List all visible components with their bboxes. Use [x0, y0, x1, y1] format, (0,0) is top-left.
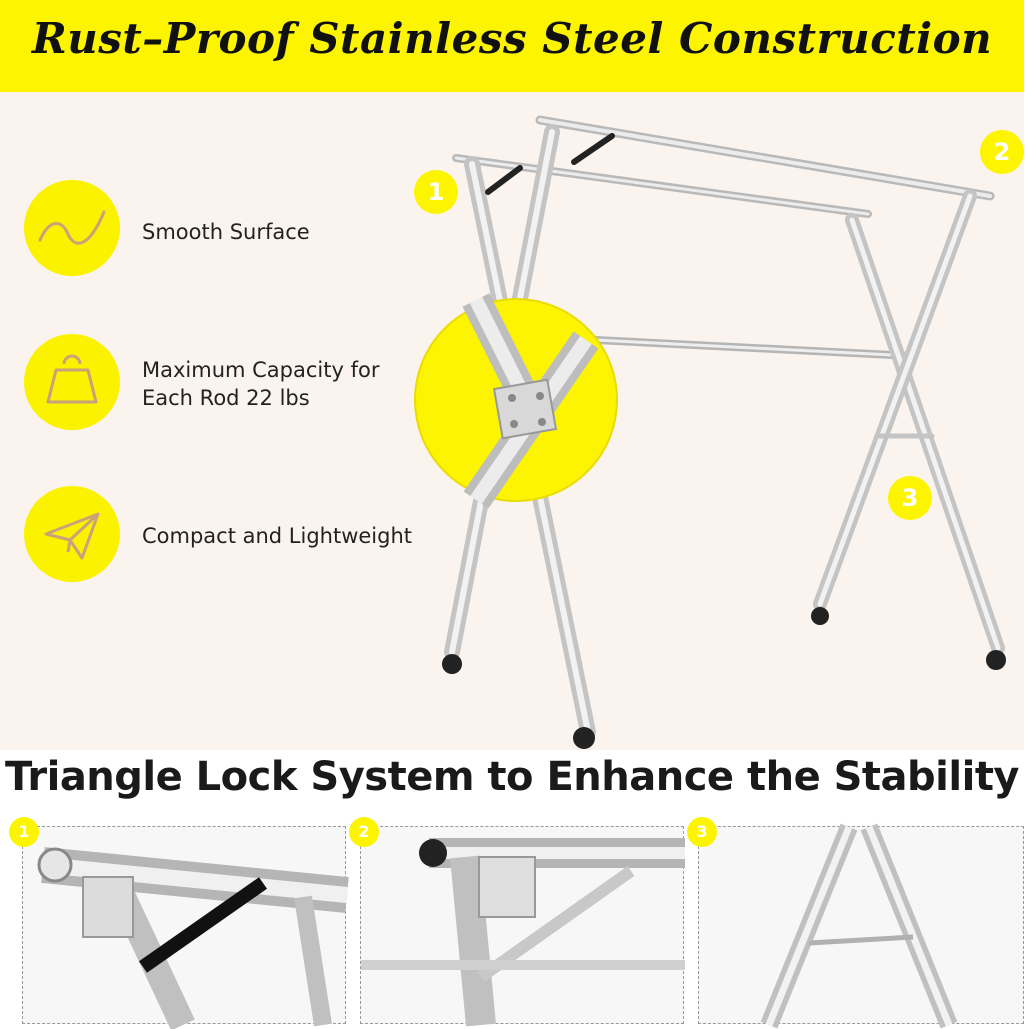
detail-panel-1: 1 [9, 817, 349, 1029]
stability-title: Triangle Lock System to Enhance the Stab… [4, 754, 1020, 800]
panel-number: 2 [349, 817, 379, 847]
joint-detail-graphic [462, 293, 599, 509]
feature-icon-circle [24, 334, 120, 430]
feature-smooth-surface: Smooth Surface [24, 180, 424, 280]
weight-icon [46, 354, 98, 404]
callout-number: 3 [888, 476, 932, 520]
feature-label-line1: Maximum Capacity for [142, 358, 380, 382]
feature-capacity: Maximum Capacity for Each Rod 22 lbs [24, 334, 424, 434]
detail-panel-3: 3 [687, 817, 1024, 1029]
wave-icon [38, 210, 106, 245]
feature-label-line2: Each Rod 22 lbs [142, 386, 310, 410]
callout-number: 1 [414, 170, 458, 214]
header-banner: Rust–Proof Stainless Steel Construction [0, 0, 1024, 92]
paper-plane-icon [44, 512, 100, 560]
callout-number: 2 [980, 130, 1024, 174]
panel-number: 3 [687, 817, 717, 847]
top-joint-image [37, 847, 349, 1029]
feature-label: Maximum Capacity for Each Rod 22 lbs [142, 356, 379, 412]
joint-zoom-image [414, 293, 618, 509]
corner-joint-image [361, 838, 685, 1027]
detail-panel-2: 2 [349, 817, 685, 1027]
feature-icon-circle [24, 486, 120, 582]
panel-number: 1 [9, 817, 39, 847]
feature-compact: Compact and Lightweight [24, 486, 424, 586]
page-title: Rust–Proof Stainless Steel Construction [31, 14, 993, 63]
leg-crossbar-image [760, 823, 958, 1029]
hero-section: Smooth Surface Maximum Capacity for Each… [0, 92, 1024, 750]
feature-label: Compact and Lightweight [142, 524, 413, 548]
feature-icon-circle [24, 180, 120, 276]
feature-label: Smooth Surface [142, 220, 310, 244]
